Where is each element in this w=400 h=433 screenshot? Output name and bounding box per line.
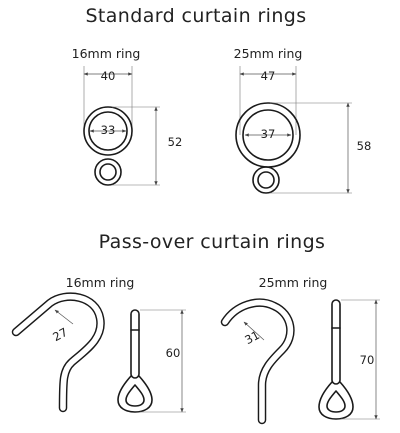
passover-25mm-label: 25mm ring [259, 275, 328, 290]
passover-16mm-label: 16mm ring [66, 275, 135, 290]
hook-front-eye-outer [117, 375, 153, 413]
standard-25mm-ring-drawing: 25mm ring 47 37 58 [234, 46, 372, 194]
ring-inner-edge [242, 109, 294, 161]
passover-16mm-ring-drawing: 16mm ring 27 60 [11, 275, 186, 413]
ring-outer-edge [83, 106, 133, 156]
hook-front-eye-inner [326, 390, 346, 413]
radius-dimension-line [54, 309, 74, 325]
passover-25mm-ring-drawing: 25mm ring 31 70 [220, 275, 380, 425]
ring-inner-edge [88, 111, 128, 151]
passover-25mm-radius: 31 [242, 328, 261, 347]
passover-section-title: Pass-over curtain rings [99, 231, 326, 253]
hook-side-profile-fill [222, 299, 294, 423]
standard-25mm-inner: 37 [261, 127, 276, 141]
passover-16mm-height: 60 [166, 346, 181, 360]
hook-front-shank [130, 309, 140, 379]
hook-side-profile [11, 292, 105, 413]
standard-16mm-inner: 33 [101, 123, 116, 137]
eyelet-inner-edge [257, 171, 275, 189]
hook-side-profile-fill [13, 293, 104, 411]
standard-16mm-height: 52 [168, 135, 183, 149]
eyelet-outer-edge [94, 158, 122, 186]
standard-16mm-label: 16mm ring [72, 46, 141, 61]
standard-16mm-width: 40 [101, 69, 116, 83]
standard-25mm-height: 58 [357, 139, 372, 153]
hook-front-shank [331, 299, 341, 385]
standard-section-title: Standard curtain rings [85, 5, 306, 27]
hook-front-eye-inner [125, 384, 145, 407]
passover-25mm-height: 70 [360, 353, 375, 367]
eyelet-outer-edge [252, 166, 280, 194]
radius-dimension-line [243, 321, 265, 341]
passover-16mm-radius: 27 [50, 325, 69, 344]
standard-25mm-width: 47 [261, 69, 276, 83]
hook-front-eye-outer [318, 381, 354, 420]
standard-16mm-ring-drawing: 16mm ring 40 33 52 [72, 46, 183, 186]
standard-25mm-label: 25mm ring [234, 46, 303, 61]
hook-side-profile [220, 298, 295, 425]
eyelet-inner-edge [99, 163, 117, 181]
